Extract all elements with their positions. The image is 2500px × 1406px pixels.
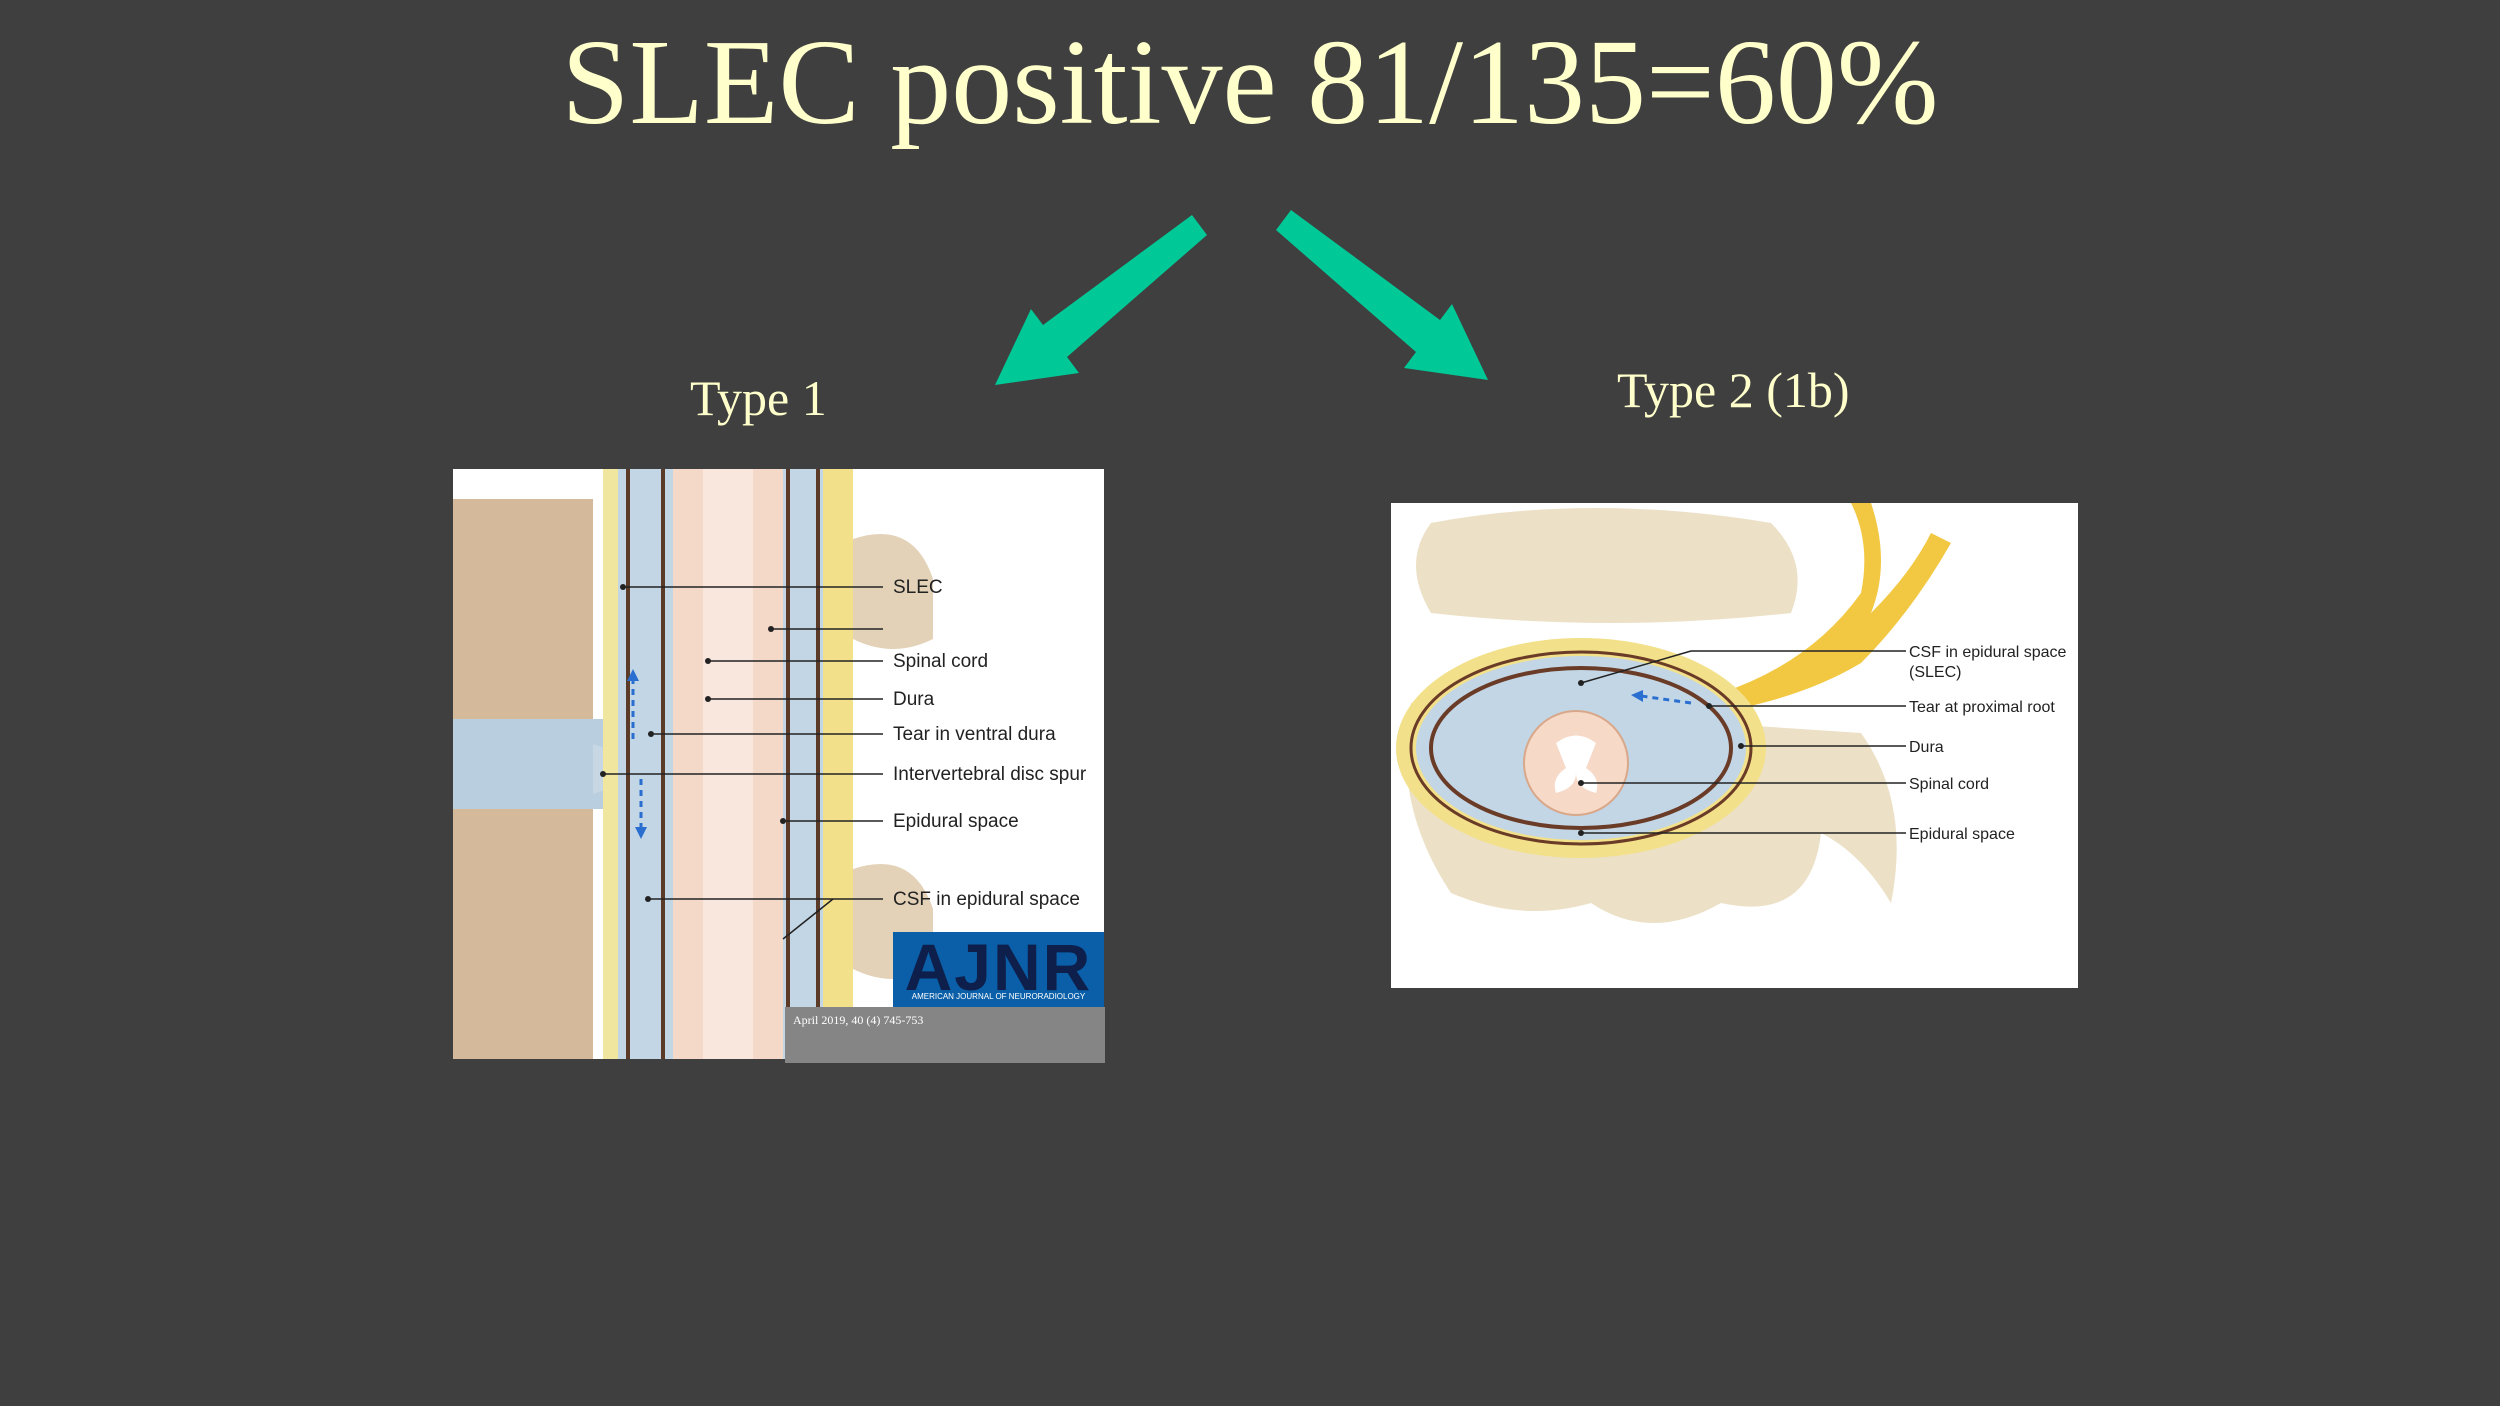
label-csf-epidural: CSF in epidural space <box>1909 644 2067 661</box>
type-1-illustration: SLEC Spinal cord Dura Tear in ventral du… <box>453 469 1104 1059</box>
arrow-right-shape <box>1276 210 1488 380</box>
slide-title: SLEC positive 81/135=60% <box>0 8 2500 158</box>
label-csf-epidural: CSF in epidural space <box>893 889 1080 910</box>
arrow-right-icon <box>1268 210 1498 380</box>
arrow-left-icon <box>985 215 1215 385</box>
intervertebral-disc <box>453 719 613 809</box>
type-2-illustration: CSF in epidural space (SLEC) Tear at pro… <box>1391 503 2078 988</box>
label-tear-proximal-root: Tear at proximal root <box>1909 699 2055 716</box>
label-spinal-cord: Spinal cord <box>893 651 988 672</box>
label-tear-ventral-dura: Tear in ventral dura <box>893 724 1056 745</box>
label-epidural-space: Epidural space <box>1909 826 2015 843</box>
vertebral-body-upper <box>453 499 593 719</box>
arrow-left-shape <box>995 215 1207 385</box>
type-1-label: Type 1 <box>690 368 827 428</box>
label-slec: (SLEC) <box>1909 664 1961 681</box>
label-epidural-space: Epidural space <box>893 811 1019 832</box>
type-2-label: Type 2 (1b) <box>1617 360 1850 420</box>
label-slec: SLEC <box>893 577 943 598</box>
citation-text: April 2019, 40 (4) 745-753 <box>785 1007 1105 1063</box>
ajnr-logo: AJNR AMERICAN JOURNAL OF NEURORADIOLOGY <box>893 932 1104 1007</box>
label-dura: Dura <box>893 689 935 710</box>
label-spinal-cord: Spinal cord <box>1909 776 1989 793</box>
vertebral-body <box>1416 508 1798 623</box>
vertebral-body-lower <box>453 809 593 1059</box>
label-disc-spur: Intervertebral disc spur <box>893 764 1087 785</box>
label-dura: Dura <box>1909 739 1944 756</box>
